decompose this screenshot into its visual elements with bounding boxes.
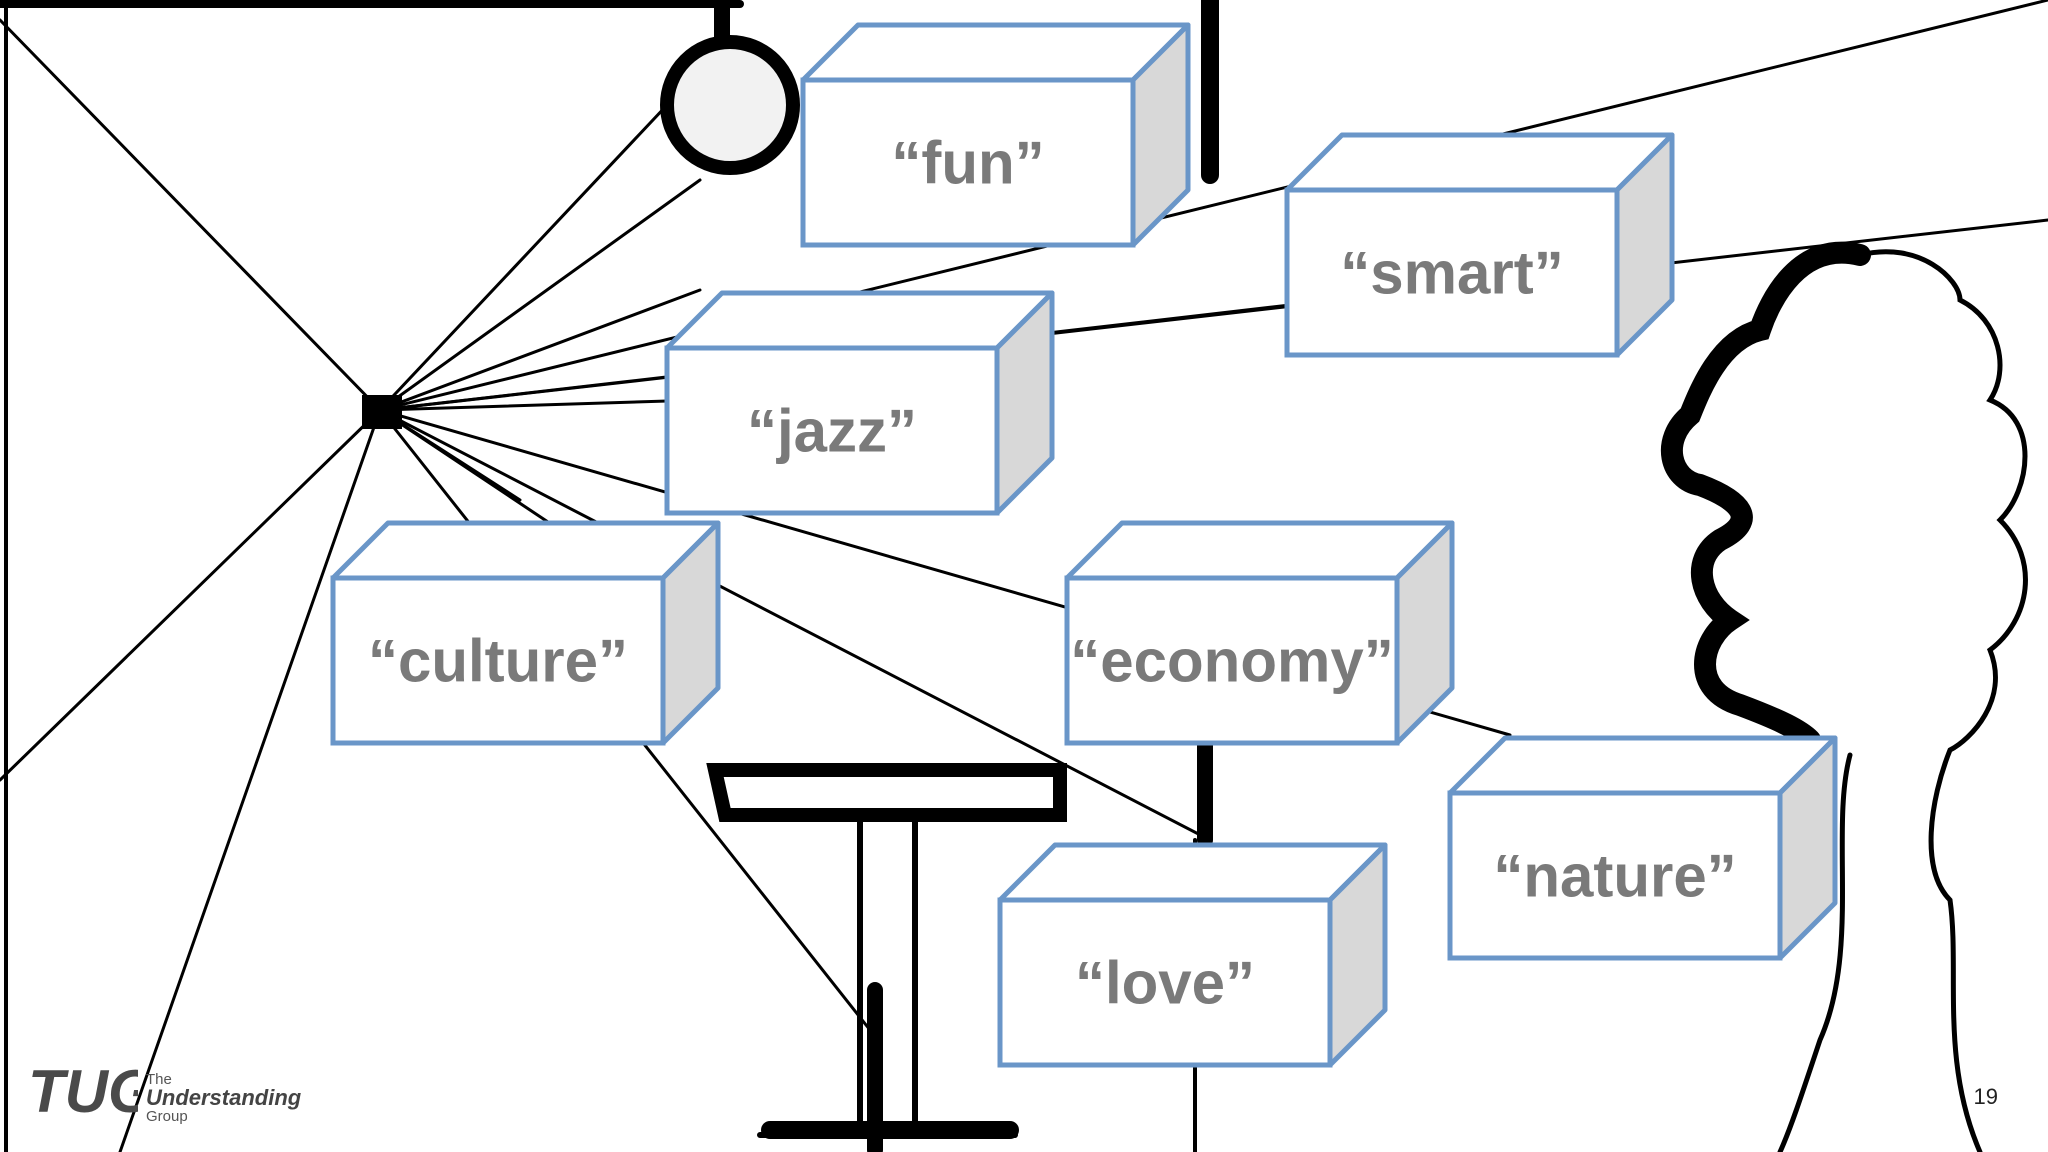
box-top-face bbox=[664, 290, 1055, 351]
viewpoint-marker bbox=[362, 395, 402, 429]
logo-mark: TUG bbox=[28, 1058, 155, 1125]
box-top-face bbox=[1447, 735, 1838, 796]
box-top-face bbox=[800, 22, 1191, 83]
logo-mark-text: TUG bbox=[28, 1058, 138, 1124]
box-label-culture: “culture” bbox=[368, 628, 628, 695]
box-front-face bbox=[1447, 790, 1783, 961]
table-sketch bbox=[706, 763, 1067, 1152]
word-box-love: “love” bbox=[997, 842, 1388, 1068]
box-front-face bbox=[800, 77, 1136, 248]
word-box-fun: “fun” bbox=[800, 22, 1191, 248]
box-label-jazz: “jazz” bbox=[747, 398, 917, 465]
box-label-economy: “economy” bbox=[1070, 628, 1393, 695]
perspective-line bbox=[378, 68, 702, 412]
box-top-face bbox=[997, 842, 1388, 903]
perspective-line bbox=[0, 408, 382, 782]
logo-line-3: Group bbox=[146, 1108, 188, 1125]
box-label-fun: “fun” bbox=[891, 130, 1044, 197]
box-top-face bbox=[1064, 520, 1455, 581]
word-box-economy: “economy” bbox=[1064, 520, 1455, 746]
company-logo: TUG The Understanding Group bbox=[28, 1054, 328, 1125]
perspective-line bbox=[0, 18, 382, 412]
box-label-smart: “smart” bbox=[1340, 240, 1563, 307]
box-front-face bbox=[1064, 575, 1400, 746]
tree-sketch bbox=[1661, 241, 2028, 1152]
word-box-smart: “smart” bbox=[1284, 132, 1675, 358]
lamp-globe bbox=[660, 35, 800, 175]
box-top-face bbox=[1284, 132, 1675, 193]
box-top-face bbox=[330, 520, 721, 581]
logo-line-2: Understanding bbox=[146, 1085, 302, 1110]
page-number: 19 bbox=[1973, 1084, 1998, 1109]
word-boxes: “fun” “smart” “jazz” “culture” “economy” “nat… bbox=[330, 22, 1838, 1068]
box-front-face bbox=[997, 897, 1333, 1068]
word-box-nature: “nature” bbox=[1447, 735, 1838, 961]
logo-line-1: The bbox=[146, 1071, 172, 1088]
perspective-line bbox=[118, 408, 382, 1152]
word-box-jazz: “jazz” bbox=[664, 290, 1055, 516]
box-front-face bbox=[330, 575, 666, 746]
box-label-nature: “nature” bbox=[1493, 843, 1736, 910]
word-box-culture: “culture” bbox=[330, 520, 721, 746]
box-front-face bbox=[664, 345, 1000, 516]
box-front-face bbox=[1284, 187, 1620, 358]
box-label-love: “love” bbox=[1075, 950, 1255, 1017]
logo-text: The Understanding Group bbox=[146, 1072, 301, 1124]
